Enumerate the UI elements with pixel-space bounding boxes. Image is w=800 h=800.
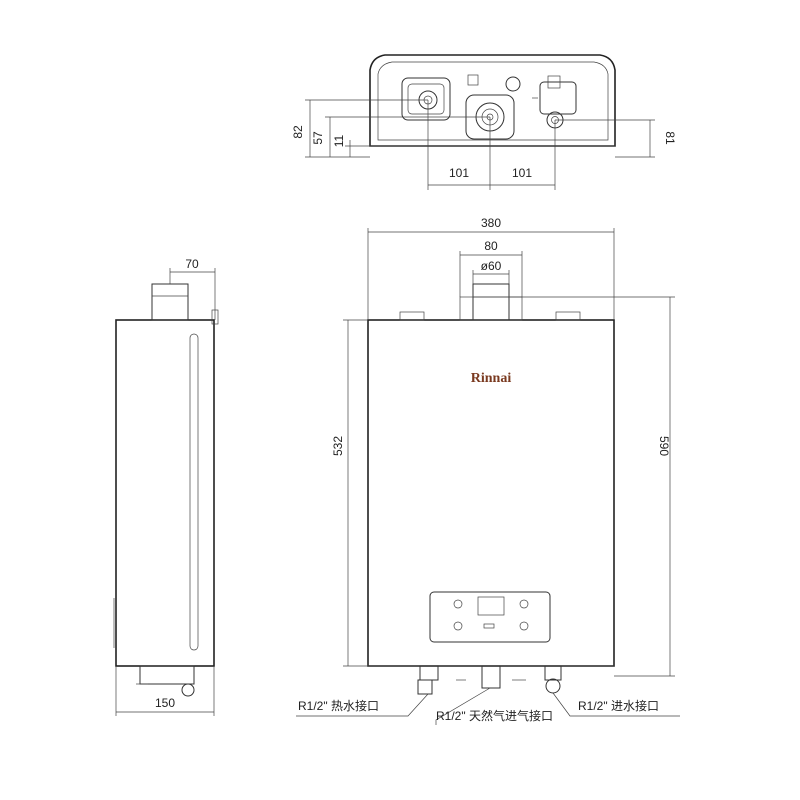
label-gas-inlet: R1/2" 天然气进气接口 [436, 708, 553, 723]
dim-front-width: 380 [481, 216, 501, 230]
dim-bottom-101-left: 101 [449, 166, 469, 180]
dim-flue-diameter: ø60 [481, 259, 502, 273]
dim-bottom-101-right: 101 [512, 166, 532, 180]
dim-side-flue-offset: 70 [185, 257, 199, 271]
dim-flue-spacing: 80 [484, 239, 498, 253]
label-cold-water: R1/2" 进水接口 [578, 698, 659, 713]
brand-logo: Rinnai [471, 371, 512, 386]
dim-bottom-81: 81 [663, 131, 677, 145]
bottom-view [305, 54, 655, 190]
dim-bottom-57: 57 [311, 131, 325, 145]
dim-bottom-11: 11 [332, 134, 346, 147]
front-view [296, 228, 680, 725]
dim-bottom-82: 82 [291, 125, 305, 139]
dim-side-depth: 150 [155, 696, 175, 710]
dim-front-height-body: 532 [331, 436, 345, 456]
label-hot-water: R1/2" 热水接口 [298, 698, 379, 713]
dim-front-height-total: 590 [657, 436, 671, 456]
side-view [113, 268, 219, 716]
